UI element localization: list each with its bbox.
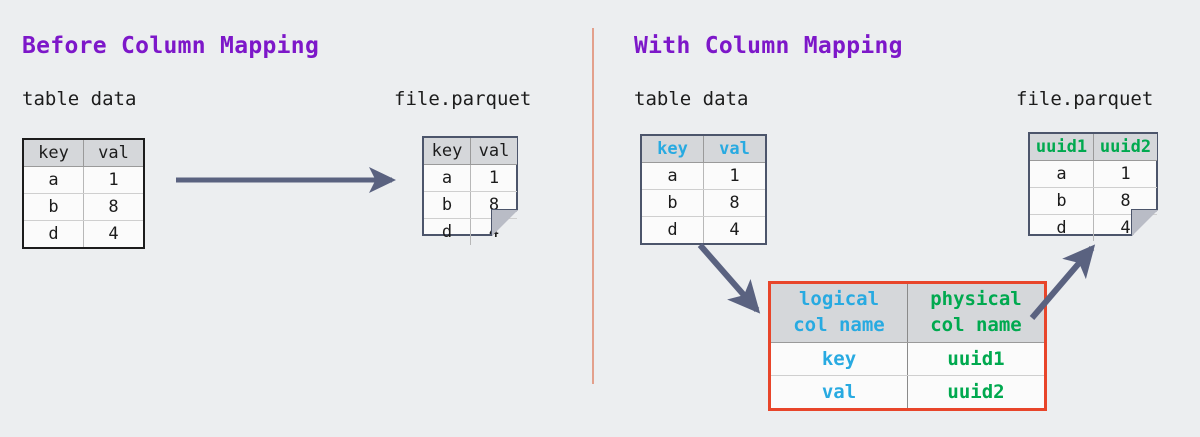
mapping-header-logical: logical col name — [769, 282, 908, 343]
column-header-uuid1: uuid1 — [1030, 134, 1094, 161]
column-header-key: key — [641, 135, 704, 163]
table-row: a 1 — [424, 164, 517, 192]
mapping-header-logical-line2: col name — [793, 314, 885, 336]
column-header-val: val — [83, 139, 144, 167]
table-row: b 8 — [23, 193, 144, 221]
cell-key: d — [23, 220, 84, 248]
table-row: b 8 — [424, 191, 517, 219]
panel-divider — [592, 28, 594, 384]
left-source-table: key val a 1 b 8 d 4 — [22, 138, 145, 249]
mapping-cell-physical: uuid2 — [947, 381, 1005, 403]
cell-key: b — [23, 193, 84, 221]
cell-val: 8 — [83, 193, 144, 221]
mapping-cell-physical: uuid1 — [907, 342, 1046, 376]
table-row: d 4 — [1030, 214, 1157, 241]
mapping-header-physical-line2: col name — [930, 314, 1022, 336]
table-row: a 1 — [23, 166, 144, 194]
column-header-key: key — [424, 138, 471, 165]
mapping-header-physical: physical col name — [907, 282, 1046, 343]
cell-val: 4 — [108, 224, 119, 244]
cell-key: b — [424, 191, 471, 219]
cell-key: a — [23, 166, 84, 194]
cell-key: b — [1030, 187, 1094, 215]
column-header-val: val — [470, 138, 517, 165]
cell-key: d — [641, 216, 704, 244]
cell-key: d — [424, 218, 471, 245]
mapping-row: val uuid2 — [769, 375, 1046, 410]
right-parquet-file-card: uuid1 uuid2 a 1 b 8 d 4 — [1028, 132, 1158, 241]
right-file-caption: file.parquet — [1016, 88, 1154, 110]
column-mapping-table: logical col name physical col name key u… — [768, 281, 1047, 411]
table-row: d 4 — [641, 216, 766, 244]
cell-val: 1 — [1093, 160, 1157, 188]
mapping-header-physical-line1: physical — [930, 288, 1022, 311]
cell-val: 4 — [1120, 218, 1131, 238]
right-source-table: key val a 1 b 8 d 4 — [640, 134, 767, 245]
column-header-uuid2: uuid2 — [1093, 134, 1157, 161]
cell-val: 4 — [729, 220, 740, 240]
table-to-mapping-arrow — [697, 243, 761, 314]
table-row: a 1 — [1030, 160, 1157, 188]
table-row: b 8 — [1030, 187, 1157, 215]
table-header-row: key val — [23, 139, 144, 167]
right-table-caption: table data — [634, 88, 749, 110]
table-header-row: uuid1 uuid2 — [1030, 134, 1157, 161]
table-header-row: key val — [641, 135, 766, 163]
cell-val: 1 — [470, 164, 517, 192]
left-table-caption: table data — [22, 88, 137, 110]
mapping-cell-logical: key — [769, 342, 908, 376]
cell-key: d — [1030, 214, 1094, 241]
left-parquet-file-card: key val a 1 b 8 d 4 — [422, 136, 518, 245]
cell-val: 8 — [703, 189, 766, 217]
cell-val: 1 — [703, 162, 766, 190]
mapping-header-logical-line1: logical — [798, 288, 880, 311]
page-fold-corner-icon — [492, 210, 518, 236]
cell-key: a — [1030, 160, 1094, 188]
cell-key: b — [641, 189, 704, 217]
page-fold-corner-icon — [1132, 210, 1158, 236]
mapping-header-row: logical col name physical col name — [769, 282, 1046, 343]
right-panel-title: With Column Mapping — [634, 33, 903, 59]
table-row: d 4 — [23, 220, 144, 248]
left-panel-title: Before Column Mapping — [22, 33, 320, 59]
column-header-key: key — [23, 139, 84, 167]
left-parquet-table: key val a 1 b 8 d 4 — [424, 138, 517, 245]
table-row: a 1 — [641, 162, 766, 190]
table-header-row: key val — [424, 138, 517, 165]
cell-key: a — [424, 164, 471, 192]
cell-val: 1 — [83, 166, 144, 194]
right-parquet-table: uuid1 uuid2 a 1 b 8 d 4 — [1030, 134, 1157, 241]
mapping-cell-logical: val — [769, 375, 908, 410]
left-file-caption: file.parquet — [394, 88, 532, 110]
table-row: b 8 — [641, 189, 766, 217]
column-header-val: val — [703, 135, 766, 163]
mapping-row: key uuid1 — [769, 342, 1046, 376]
cell-key: a — [641, 162, 704, 190]
